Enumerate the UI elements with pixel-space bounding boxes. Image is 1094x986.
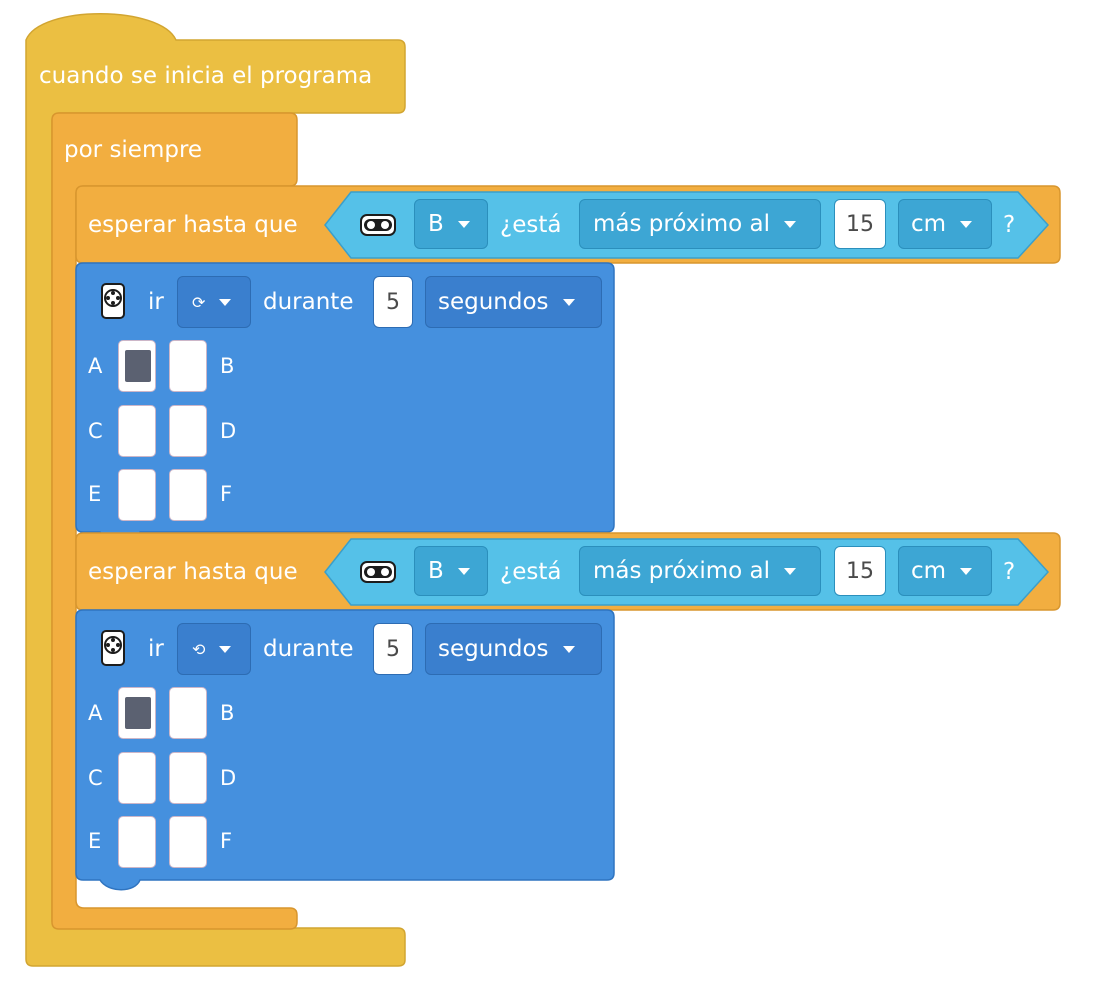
sensor-port-dropdown[interactable]: B bbox=[414, 199, 488, 249]
sensor-port-dropdown[interactable]: B bbox=[414, 546, 488, 596]
direction-dropdown[interactable]: ⟲ bbox=[177, 623, 251, 675]
port-c-toggle[interactable] bbox=[118, 405, 156, 457]
unit-value: cm bbox=[911, 211, 947, 237]
port-f-toggle[interactable] bbox=[169, 469, 207, 521]
distance-value-input[interactable]: 15 bbox=[834, 546, 886, 596]
wait-until-label: esperar hasta que bbox=[88, 212, 298, 238]
port-label-e: E bbox=[88, 829, 102, 853]
unit-dropdown[interactable]: cm bbox=[898, 546, 992, 596]
go-label: ir bbox=[148, 636, 164, 662]
comparison-dropdown[interactable]: más próximo al bbox=[579, 199, 821, 249]
chevron-down-icon bbox=[457, 567, 470, 575]
port-label-c: C bbox=[88, 419, 103, 443]
is-label: ¿está bbox=[500, 212, 562, 238]
chevron-down-icon bbox=[457, 220, 470, 228]
unit-value: cm bbox=[911, 558, 947, 584]
counterclockwise-icon: ⟲ bbox=[192, 639, 206, 659]
distance-sensor-icon bbox=[360, 561, 396, 583]
duration-unit-value: segundos bbox=[438, 289, 549, 315]
port-e-toggle[interactable] bbox=[118, 469, 156, 521]
sensor-port-value: B bbox=[428, 211, 444, 237]
port-label-f: F bbox=[220, 482, 233, 506]
event-block-label: cuando se inicia el programa bbox=[39, 63, 373, 89]
distance-value-input[interactable]: 15 bbox=[834, 199, 886, 249]
question-mark: ? bbox=[1003, 212, 1016, 238]
chevron-down-icon bbox=[562, 645, 575, 653]
for-label: durante bbox=[263, 289, 354, 315]
wait-until-label: esperar hasta que bbox=[88, 559, 298, 585]
motor-hub-icon bbox=[101, 630, 125, 666]
port-e-toggle[interactable] bbox=[118, 816, 156, 868]
port-f-toggle[interactable] bbox=[169, 816, 207, 868]
chevron-down-icon bbox=[960, 220, 973, 228]
direction-dropdown[interactable]: ⟳ bbox=[177, 276, 251, 328]
port-b-toggle[interactable] bbox=[169, 340, 207, 392]
port-label-b: B bbox=[220, 354, 235, 378]
port-label-d: D bbox=[220, 766, 237, 790]
port-selected-fill bbox=[125, 350, 151, 382]
motor-hub-icon bbox=[101, 283, 125, 319]
chevron-down-icon bbox=[219, 645, 232, 653]
is-label: ¿está bbox=[500, 559, 562, 585]
port-d-toggle[interactable] bbox=[169, 752, 207, 804]
question-mark: ? bbox=[1003, 559, 1016, 585]
port-a-toggle[interactable] bbox=[118, 340, 156, 392]
chevron-down-icon bbox=[219, 298, 232, 306]
port-a-toggle[interactable] bbox=[118, 687, 156, 739]
for-label: durante bbox=[263, 636, 354, 662]
unit-dropdown[interactable]: cm bbox=[898, 199, 992, 249]
port-label-b: B bbox=[220, 701, 235, 725]
chevron-down-icon bbox=[783, 567, 796, 575]
forever-block-label: por siempre bbox=[64, 137, 203, 163]
chevron-down-icon bbox=[960, 567, 973, 575]
port-label-d: D bbox=[220, 419, 237, 443]
port-selected-fill bbox=[125, 697, 151, 729]
duration-input[interactable]: 5 bbox=[373, 623, 413, 675]
port-c-toggle[interactable] bbox=[118, 752, 156, 804]
sensor-icon-chip bbox=[355, 205, 401, 245]
sensor-port-value: B bbox=[428, 558, 444, 584]
go-label: ir bbox=[148, 289, 164, 315]
duration-unit-dropdown[interactable]: segundos bbox=[425, 623, 602, 675]
distance-sensor-icon bbox=[360, 214, 396, 236]
duration-unit-dropdown[interactable]: segundos bbox=[425, 276, 602, 328]
port-label-c: C bbox=[88, 766, 103, 790]
comparison-dropdown[interactable]: más próximo al bbox=[579, 546, 821, 596]
comparison-value: más próximo al bbox=[593, 211, 770, 237]
port-b-toggle[interactable] bbox=[169, 687, 207, 739]
clockwise-icon: ⟳ bbox=[192, 292, 206, 312]
port-label-a: A bbox=[88, 701, 103, 725]
comparison-value: más próximo al bbox=[593, 558, 770, 584]
port-label-f: F bbox=[220, 829, 233, 853]
port-label-a: A bbox=[88, 354, 103, 378]
chevron-down-icon bbox=[562, 298, 575, 306]
chevron-down-icon bbox=[783, 220, 796, 228]
sensor-icon-chip bbox=[355, 552, 401, 592]
port-label-e: E bbox=[88, 482, 102, 506]
duration-input[interactable]: 5 bbox=[373, 276, 413, 328]
port-d-toggle[interactable] bbox=[169, 405, 207, 457]
duration-unit-value: segundos bbox=[438, 636, 549, 662]
